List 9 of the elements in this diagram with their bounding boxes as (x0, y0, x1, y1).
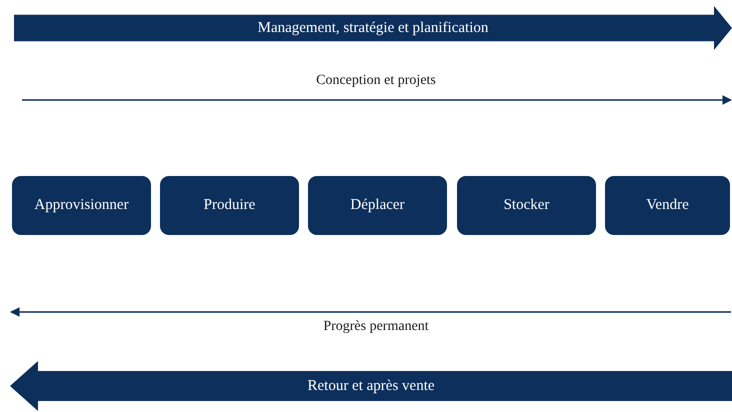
banner-arrow: Retour et après vente (10, 361, 732, 411)
process-box: Déplacer (308, 176, 447, 235)
process-box: Produire (160, 176, 299, 235)
annotation-text: Conception et projets (316, 73, 436, 89)
process-box: Stocker (457, 176, 596, 235)
process-box: Approvisionner (12, 176, 151, 235)
banner-arrow: Management, stratégie et planification (14, 6, 732, 50)
process-box: Vendre (605, 176, 730, 235)
annotation-text: Progrès permanent (323, 319, 429, 335)
